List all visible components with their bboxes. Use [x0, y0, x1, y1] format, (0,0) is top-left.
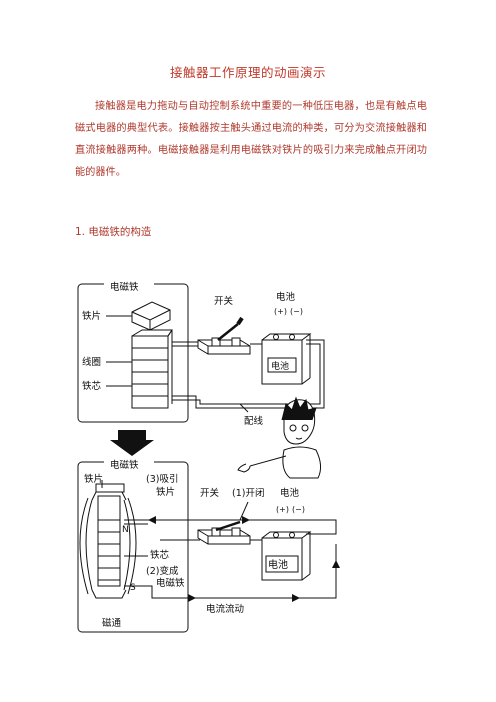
bottom-iron-label: 铁片 — [84, 473, 103, 485]
top-battery-label: 电池 — [276, 291, 296, 303]
bottom-becomes-label-2: 电磁铁 — [156, 577, 185, 589]
boy-illustration — [237, 396, 322, 479]
top-iron-label: 铁片 — [82, 310, 101, 322]
intro-paragraph: 接触器是电力拖动与自动控制系统中重要的一种低压电器，也是有触点电磁式电器的典型代… — [75, 101, 427, 178]
top-iron-piece — [131, 301, 171, 331]
flux-label: 磁通 — [102, 617, 122, 629]
top-plus-label: (+) — [274, 307, 287, 316]
bottom-diagram — [77, 461, 337, 633]
down-arrow — [110, 430, 154, 456]
current-flow-label: 电流流动 — [206, 603, 244, 615]
bottom-switch-label: 开关 — [200, 487, 220, 499]
top-labels: 电磁铁 铁片 线圈 铁芯 开关 电池 (+) (−) 电池 配线 — [82, 279, 303, 427]
bottom-core-label: 铁芯 — [150, 549, 170, 561]
bottom-plus-label: (+) — [276, 505, 289, 514]
top-switch-label: 开关 — [214, 295, 234, 307]
section-heading: 1. 电磁铁的构造 — [75, 226, 152, 238]
top-battery-text: 电池 — [271, 360, 289, 372]
bottom-battery-text: 电池 — [268, 558, 288, 571]
top-battery — [261, 333, 312, 385]
bottom-switch — [197, 520, 251, 545]
bottom-becomes-label-1: (2)变成 — [146, 565, 179, 577]
top-coil — [131, 329, 173, 409]
bottom-battery-label: 电池 — [280, 487, 300, 499]
top-core-label: 铁芯 — [82, 380, 102, 392]
top-minus-label: (−) — [290, 307, 303, 316]
bottom-closed-label: (1)开闭 — [232, 487, 264, 499]
top-box-label: 电磁铁 — [110, 281, 139, 293]
top-switch — [197, 316, 251, 355]
bottom-attract-label-2: 铁片 — [156, 486, 175, 498]
top-coil-label: 线圈 — [82, 356, 101, 368]
bottom-labels: 电磁铁 铁片 (3)吸引 铁片 开关 (1)开闭 电池 (+) (−) N S … — [84, 457, 305, 629]
top-wiring-label: 配线 — [244, 415, 264, 427]
bottom-minus-label: (−) — [292, 505, 305, 514]
current-arrows — [148, 516, 340, 602]
top-diagram — [77, 283, 325, 423]
bottom-core — [79, 491, 137, 599]
bottom-box-label: 电磁铁 — [110, 459, 139, 471]
south-pole-label: S — [130, 583, 136, 593]
bottom-attract-label-1: (3)吸引 — [146, 474, 178, 485]
bottom-battery — [261, 531, 312, 581]
document-title: 接触器工作原理的动画演示 — [169, 65, 326, 80]
north-pole-label: N — [122, 525, 129, 535]
bottom-iron-piece — [95, 483, 125, 493]
